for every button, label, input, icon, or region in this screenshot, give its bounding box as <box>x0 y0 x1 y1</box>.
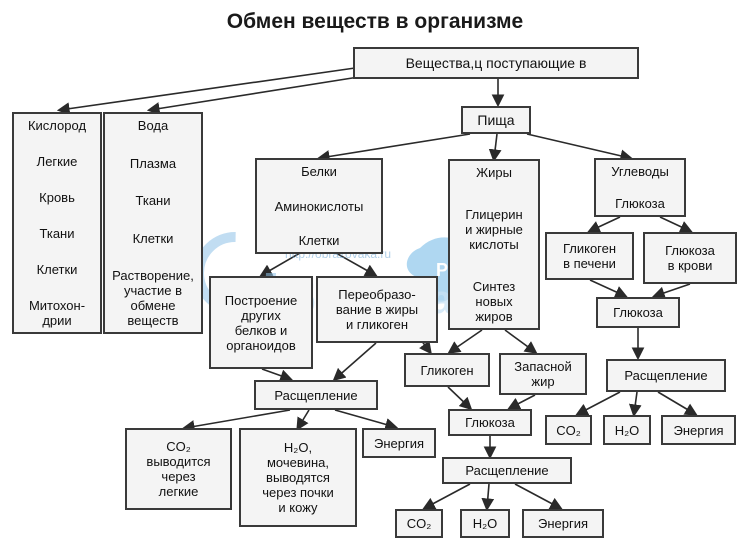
glucose-blood-label: Глюкоза в крови <box>665 243 715 273</box>
arrow-food-proteins <box>316 133 471 163</box>
fat-co2-label: CO₂ <box>406 516 432 531</box>
glycerol-step: Глицерин и жирные кислоты <box>465 207 523 252</box>
arrow-protein-co2 <box>181 409 291 433</box>
lungs-step: Легкие <box>36 154 78 169</box>
glycogen-liver-box: Гликоген в печени <box>545 232 634 280</box>
cells-step: Клетки <box>36 262 78 277</box>
arrow-food-carbs <box>526 133 634 163</box>
carb-co2-box: CO₂ <box>545 415 592 445</box>
dissolution-step: Растворение, участие в обмене веществ <box>112 268 194 328</box>
protein-breakdown-label: Расщепление <box>274 387 358 403</box>
arrow-protein-convert <box>335 252 378 277</box>
water-chain-box: Вода Плазма Ткани Клетки Растворение, уч… <box>103 112 203 334</box>
fat-breakdown-label: Расщепление <box>465 463 549 478</box>
protein-water-box: H₂O, мочевина, выводятся через почки и к… <box>239 428 357 527</box>
carb-glucose-label: Глюкоза <box>613 305 663 320</box>
protein-build-label: Построение других белков и органоидов <box>224 292 298 353</box>
protein-energy-box: Энергия <box>362 428 436 458</box>
protein-co2-label: CO₂ выводится через легкие <box>146 439 211 499</box>
arrow-glycogen-glucose <box>447 386 473 411</box>
arrow-carb-co2 <box>575 391 621 416</box>
oxygen-step: Кислород <box>27 118 87 133</box>
arrow-reserve-glucose <box>507 394 536 410</box>
tissues-step: Ткани <box>39 226 75 241</box>
fat-glucose-label: Глюкоза <box>465 415 515 430</box>
carb-energy-box: Энергия <box>661 415 736 445</box>
mitochondria-step: Митохон- дрии <box>28 298 86 328</box>
carb-breakdown-label: Расщепление <box>624 368 708 383</box>
arrow-fat-h2o <box>481 483 495 512</box>
fats-box: Жиры Глицерин и жирные кислоты Синтез но… <box>448 159 540 330</box>
oxygen-chain-box: Кислород Легкие Кровь Ткани Клетки Митох… <box>12 112 102 334</box>
arrow-carb-blood <box>659 216 693 233</box>
arrow-liver-glucose <box>589 279 628 298</box>
carb-glucose-step: Глюкоза <box>615 196 665 211</box>
plasma-step: Плазма <box>129 155 177 171</box>
fat-energy-label: Энергия <box>537 516 589 531</box>
protein-water-label: H₂O, мочевина, выводятся через почки и к… <box>262 440 334 515</box>
arrow-build-breakdown <box>261 368 294 382</box>
fat-glycogen-label: Гликоген <box>420 362 474 378</box>
fat-h2o-box: H₂O <box>460 509 510 538</box>
fat-h2o-label: H₂O <box>472 516 498 531</box>
fat-glucose-box: Глюкоза <box>448 409 532 436</box>
incoming-substances-box: Вещества,ц поступающие в <box>353 47 639 79</box>
arrow-protein-water <box>296 409 310 431</box>
protein-energy-label: Энергия <box>373 435 425 451</box>
arrow-fat-glycogen <box>447 329 483 354</box>
arrow-carb-h2o <box>628 391 642 418</box>
blood-step: Кровь <box>39 190 75 205</box>
fat-breakdown-box: Расщепление <box>442 457 572 484</box>
glycogen-liver-label: Гликоген в печени <box>562 241 617 271</box>
carbs-step: Углеводы <box>611 164 669 179</box>
fat-energy-box: Энергия <box>522 509 604 538</box>
diagram-title: Обмен веществ в организме <box>226 10 524 33</box>
arrow-fat-energy <box>514 483 563 510</box>
reserve-fat-box: Запасной жир <box>499 353 587 395</box>
fat-co2-box: CO₂ <box>395 509 443 538</box>
protein-build-box: Построение других белков и органоидов <box>209 276 313 369</box>
carb-h2o-box: H₂O <box>603 415 651 445</box>
carb-glucose-box: Глюкоза <box>596 297 680 328</box>
protein-convert-label: Переобразо- вание в жиры и гликоген <box>335 287 419 332</box>
protein-co2-box: CO₂ выводится через легкие <box>125 428 232 510</box>
water-tissues-step: Ткани <box>135 193 171 208</box>
protein-cells-step: Клетки <box>298 233 340 248</box>
arrow-food-fats <box>488 133 502 163</box>
proteins-box: Белки Аминокислоты Клетки <box>255 158 383 254</box>
arrow-fat-reserve <box>504 329 538 354</box>
glucose-blood-box: Глюкоза в крови <box>643 232 737 284</box>
carb-breakdown-box: Расщепление <box>606 359 726 392</box>
incoming-substances-label: Вещества,ц поступающие в <box>405 54 587 71</box>
protein-convert-box: Переобразо- вание в жиры и гликоген <box>316 276 438 343</box>
carbs-box: Углеводы Глюкоза <box>594 158 686 217</box>
carb-energy-label: Энергия <box>673 422 724 438</box>
protein-breakdown-box: Расщепление <box>254 380 378 410</box>
arrow-blood-glucose <box>651 283 691 299</box>
arrow-protein-build <box>259 252 301 277</box>
proteins-step: Белки <box>301 164 337 179</box>
carb-co2-label: CO₂ <box>556 422 581 438</box>
arrow-convert-breakdown <box>332 342 377 382</box>
carb-h2o-label: H₂O <box>614 422 640 438</box>
arrow-incoming-water <box>146 75 366 115</box>
arrow-fat-co2 <box>422 483 471 510</box>
arrow-protein-energy <box>334 409 399 431</box>
fats-step: Жиры <box>476 165 512 180</box>
reserve-fat-label: Запасной жир <box>514 359 572 389</box>
arrow-incoming-oxygen <box>56 67 356 115</box>
water-step: Вода <box>137 118 169 133</box>
arrow-carb-liver <box>587 216 621 233</box>
food-label: Пища <box>477 111 515 128</box>
fat-glycogen-box: Гликоген <box>404 353 490 387</box>
arrow-carb-energy <box>657 391 698 416</box>
amino-acids-step: Аминокислоты <box>274 198 364 214</box>
new-fats-step: Синтез новых жиров <box>472 279 516 324</box>
water-cells-step: Клетки <box>132 230 174 246</box>
food-box: Пища <box>461 106 531 134</box>
